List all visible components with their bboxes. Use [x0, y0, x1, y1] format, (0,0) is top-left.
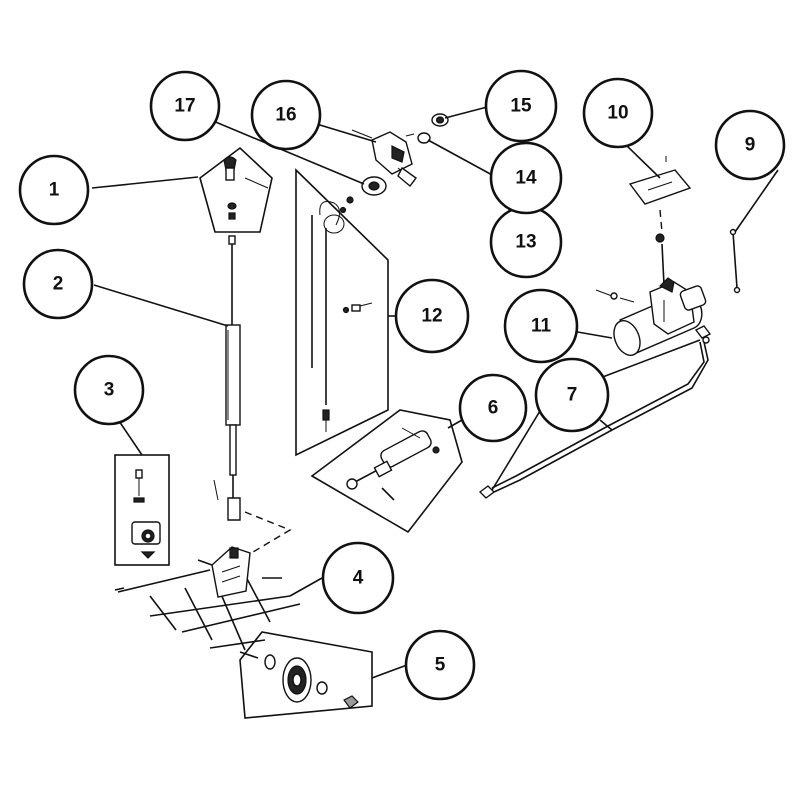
- callout-10-label: 10: [607, 103, 628, 124]
- callout-2-label: 2: [53, 274, 64, 295]
- part-16-bracket-assembly: [351, 129, 417, 188]
- callout-9-label: 9: [745, 135, 756, 156]
- part-3-bracket-group: [114, 454, 170, 566]
- callout-9: 9: [714, 109, 786, 181]
- leader-lines: [91, 105, 779, 679]
- callout-17-label: 17: [174, 96, 195, 117]
- callout-4: 4: [321, 541, 395, 615]
- callout-5: 5: [404, 629, 476, 701]
- part-14-nut: [405, 132, 431, 144]
- callout-3: 3: [73, 354, 145, 426]
- callout-16: 16: [250, 79, 322, 151]
- part-12-panel: [295, 168, 389, 457]
- callout-11: 11: [503, 288, 579, 364]
- callout-3-label: 3: [104, 380, 115, 401]
- part-1-top-fitting-group: [199, 146, 273, 233]
- part-7-hose-assembly: [478, 336, 710, 499]
- callout-12-label: 12: [421, 306, 442, 327]
- callout-15: 15: [484, 69, 558, 143]
- callout-1: 1: [18, 154, 90, 226]
- callout-1-label: 1: [49, 180, 60, 201]
- part-5-pulley-group: [239, 631, 373, 719]
- connection-dash: [244, 511, 292, 556]
- callout-13: 13: [489, 205, 563, 279]
- part-17-washer: [339, 176, 387, 214]
- part-2-gas-spring: [213, 235, 241, 521]
- callout-14-label: 14: [515, 168, 537, 189]
- callout-10: 10: [582, 77, 654, 149]
- part-6-cylinder-group: [310, 409, 463, 534]
- part-4-linkage-frame: [114, 546, 301, 659]
- callout-13-label: 13: [515, 232, 536, 253]
- callout-11-label: 11: [531, 316, 552, 337]
- callout-6-label: 6: [488, 398, 499, 419]
- part-9-rod: [729, 228, 741, 294]
- callout-2: 2: [22, 248, 94, 320]
- callout-15-label: 15: [510, 96, 532, 117]
- callout-14: 14: [489, 141, 563, 215]
- callout-17: 17: [149, 70, 221, 142]
- part-10-plate: [628, 156, 692, 205]
- callout-16-label: 16: [275, 105, 296, 126]
- callout-4-label: 4: [353, 568, 364, 589]
- callout-5-label: 5: [435, 655, 446, 676]
- part-11-motor-pump: [595, 209, 712, 356]
- part-15-knob: [431, 113, 449, 127]
- callout-7-label: 7: [567, 385, 578, 406]
- callout-6: 6: [458, 373, 528, 443]
- callout-12: 12: [394, 278, 470, 354]
- callout-7: 7: [534, 357, 610, 433]
